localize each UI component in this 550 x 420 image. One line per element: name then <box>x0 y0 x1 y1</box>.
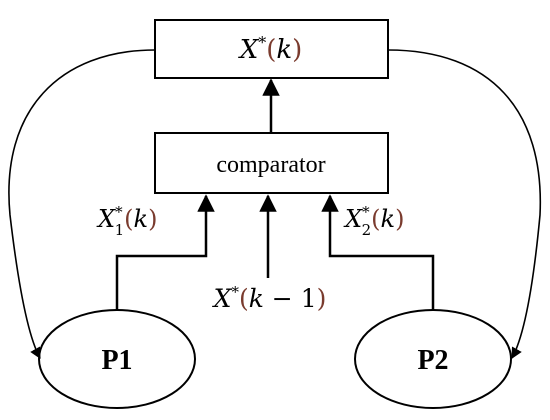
output-box <box>154 19 389 79</box>
p1-label: P1 <box>101 345 132 376</box>
comparator-label: comparator <box>216 152 325 178</box>
comparator-box <box>154 132 389 194</box>
label-prev: X*(k − 1) <box>212 283 327 313</box>
arrow-p2-to-comparator <box>321 194 435 310</box>
label-x2: X*2(k) <box>343 203 404 239</box>
p2-label: P2 <box>417 345 448 376</box>
output-box-label: X*(k) <box>238 33 303 65</box>
label-x1: X*1(k) <box>96 203 157 239</box>
arrow-p1-to-comparator <box>115 194 215 310</box>
feedback-output-to-p2 <box>387 49 542 359</box>
feedback-output-to-p1 <box>8 49 156 359</box>
